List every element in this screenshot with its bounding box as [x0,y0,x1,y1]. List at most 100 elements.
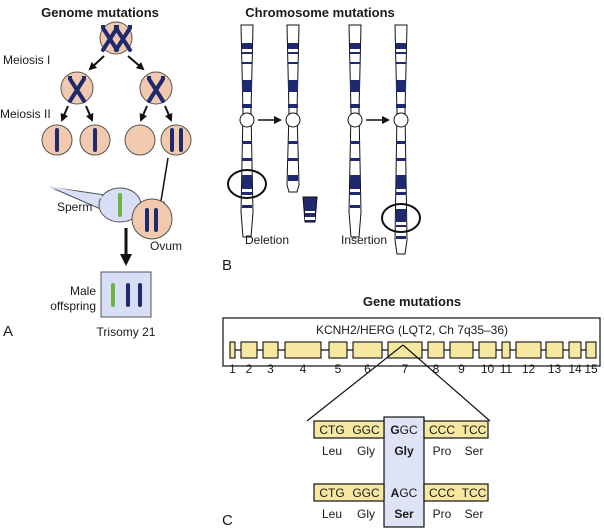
exon-number: 4 [300,362,307,376]
meiosis-1-label: Meiosis I [3,53,50,67]
amino-acid: Gly [357,444,375,458]
arrow-icon [139,105,148,122]
exon-box [240,341,258,359]
panel-b-chromosome-mutations: Chromosome mutations [222,5,421,274]
gamete-cell-2 [79,124,111,156]
gene-label: KCNH2/HERG (LQT2, Ch 7q35–36) [316,323,508,337]
arrow-icon [88,55,105,71]
exon-box [545,341,564,359]
amino-acid: Pro [433,444,452,458]
ovum-cell [131,198,173,240]
chromosome-icon [93,128,97,152]
trisomy-label: Trisomy 21 [97,325,156,339]
deleted-region-highlight [227,169,267,199]
panel-letter-a: A [3,323,13,340]
panel-a-genome-mutations: Genome mutations Meiosis I Meiosis II [0,5,192,340]
chromosome-icon [154,208,158,232]
offspring-label-line1: Male [70,284,96,298]
chromosome-icon [138,283,142,307]
sperm-label: Sperm [57,200,92,214]
panel-letter-b: B [222,257,232,274]
exon-number: 7 [402,362,409,376]
exon-box [427,341,445,359]
exon-box [478,341,497,359]
codon: GGC [352,486,380,500]
gamete-cell-1 [41,124,73,156]
normal-sequence: CTG GGC GGC CCC TCC Leu Gly Gly Pro Ser [313,420,489,458]
exon-number: 15 [584,362,598,376]
panel-c-title: Gene mutations [363,294,461,309]
exon-number: 1 [229,362,236,376]
exon-box [585,341,597,359]
chromosome-original-deletion [227,24,267,238]
chromosome-icon [111,283,115,307]
arrow-icon [85,105,94,122]
codon: CTG [319,423,344,437]
amino-acid: Leu [322,507,342,521]
panel-c-gene-mutations: Gene mutations KCNH2/HERG (LQT2, Ch 7q35… [222,294,601,529]
amino-acid: Ser [465,444,484,458]
exon-box [328,341,348,359]
exon-box [501,341,511,359]
deletion-label: Deletion [245,233,289,247]
amino-acid: Pro [433,507,452,521]
mutant-sequence: CTG GGC AGC CCC TCC Leu Gly Ser Pro Ser [313,483,489,521]
codon: GGC [352,423,380,437]
exon-number: 6 [364,362,371,376]
chromosome-icon [118,193,122,217]
offspring-label-line2: offspring [50,299,96,313]
arrow-icon [157,157,169,209]
codon: CCC [429,486,455,500]
exon-box [284,341,322,359]
inserted-region-highlight [381,203,421,233]
chromosome-icon [145,208,149,232]
mutated-amino-acid: Ser [394,507,414,521]
exon-box [352,341,383,359]
mutated-amino-acid: Gly [394,444,414,458]
zoom-line-left [306,344,404,422]
gamete-cell-3-empty [124,124,156,156]
sperm-cell [49,186,142,223]
codon: CTG [319,486,344,500]
meiosis-1-cell-right [139,71,173,105]
offspring-karyotype [100,271,152,318]
deleted-fragment [302,196,318,223]
arrow-icon [60,105,69,122]
exon-number: 9 [458,362,465,376]
exon-number: 13 [548,362,562,376]
meiosis-1-cell-left [60,71,94,105]
parent-cell [99,21,134,55]
zoom-line-right [402,344,491,422]
chromosome-icon [126,283,130,307]
exon-box [515,341,542,359]
panel-b-title: Chromosome mutations [245,5,395,20]
codon: TCC [462,423,487,437]
codon: TCC [462,486,487,500]
panel-letter-c: C [222,512,233,529]
chromosome-icon [179,128,183,152]
mutated-codon: AGC [391,486,418,500]
chromosome-original-insertion [347,24,363,238]
exon-number: 11 [500,362,513,376]
exon-box [262,341,279,359]
exon-number: 14 [568,362,582,376]
exon-box [449,341,474,359]
amino-acid: Ser [465,507,484,521]
exon-number: 5 [335,362,342,376]
exon-number: 8 [433,362,440,376]
exon-box [387,341,423,359]
exon-number: 3 [267,362,274,376]
insertion-label: Insertion [341,233,387,247]
exon-box [568,341,582,359]
amino-acid: Gly [357,507,375,521]
arrow-icon [127,55,145,71]
gamete-cell-4-disomic [160,124,192,156]
mutated-codon: GGC [390,423,418,437]
chromosome-after-deletion [285,24,301,193]
chromosome-icon [55,128,59,152]
exon-number: 2 [246,362,253,376]
ovum-label: Ovum [150,239,182,253]
exon-number: 12 [522,362,536,376]
meiosis-2-label: Meiosis II [0,107,51,121]
